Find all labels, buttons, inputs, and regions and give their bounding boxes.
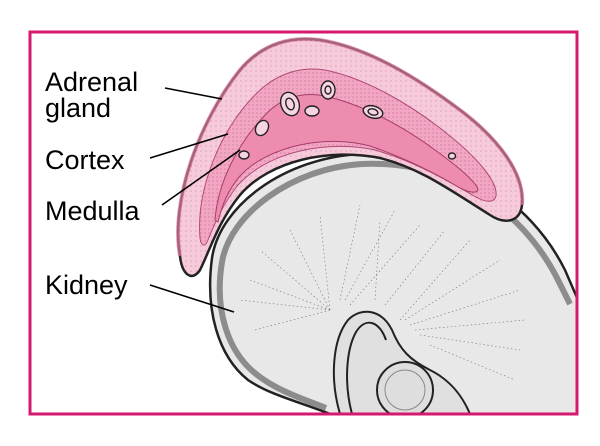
- adrenal-gland-label-line1: Adrenal: [45, 67, 139, 97]
- kidney: [208, 152, 576, 413]
- leader-lines: [149, 87, 241, 313]
- medulla-leader: [161, 149, 241, 206]
- medulla-label: Medulla: [45, 196, 140, 226]
- kidney-leader: [149, 284, 235, 313]
- adrenal-leader: [164, 87, 223, 100]
- cortex-leader: [149, 133, 229, 159]
- medulla-vessels: [238, 80, 457, 160]
- adrenal-gland: [176, 37, 525, 278]
- kidney-label: Kidney: [45, 270, 128, 300]
- adrenal-gland-label-line2: gland: [45, 93, 112, 123]
- cortex-label: Cortex: [45, 145, 125, 175]
